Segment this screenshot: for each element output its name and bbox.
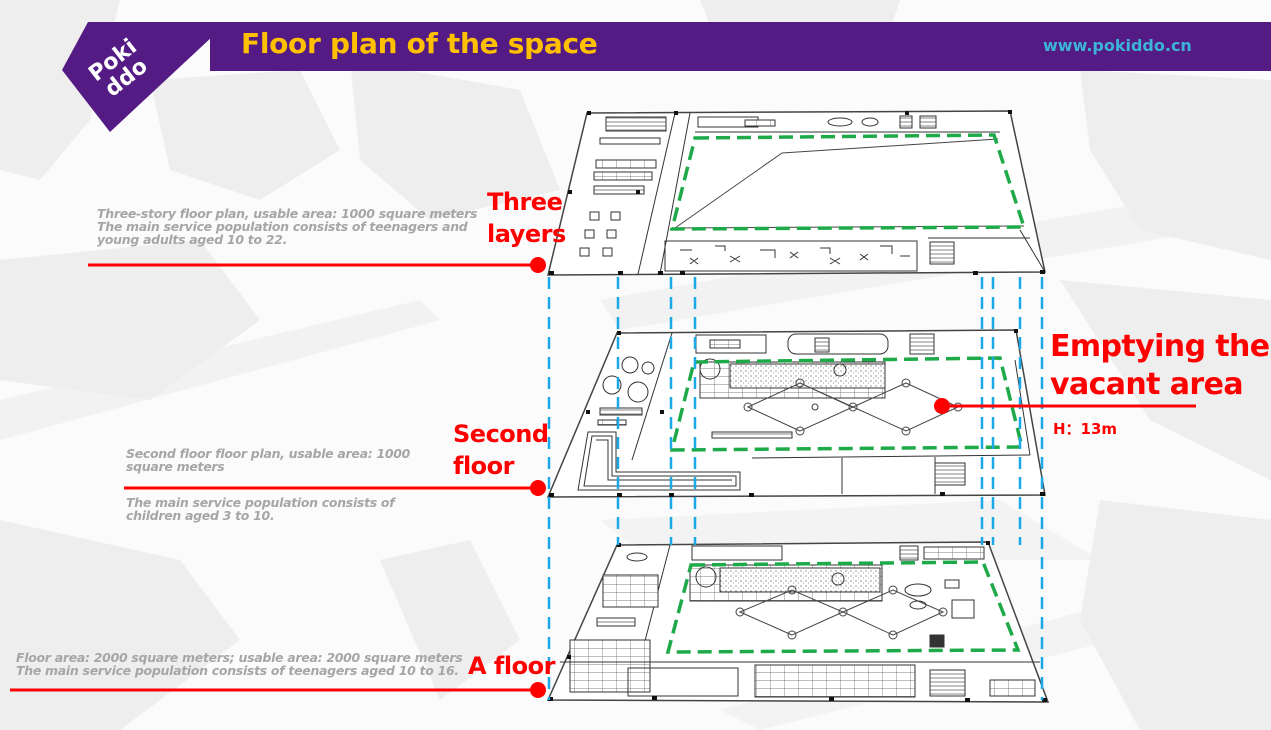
vacant-label-line1: Emptying the xyxy=(1050,329,1270,364)
third-floor-label: Three layers xyxy=(487,186,566,250)
third-label-line2: layers xyxy=(487,220,566,248)
second-desc-line1: Second floor floor plan, usable area: 10… xyxy=(126,446,411,461)
first-floor-plan xyxy=(546,541,1050,703)
first-desc-line2: The main service population consists of … xyxy=(16,663,459,678)
third-label-line1: Three xyxy=(487,188,563,216)
vacant-label-line2: vacant area xyxy=(1050,367,1244,402)
first-floor-description: Floor area: 2000 square meters; usable a… xyxy=(16,650,463,678)
third-floor-plan xyxy=(547,110,1046,276)
second-desc-line4: children aged 3 to 10. xyxy=(126,508,275,523)
second-floor-description-population: The main service population consists of … xyxy=(126,495,395,523)
second-floor-label: Second floor xyxy=(453,418,549,482)
first-desc-line1: Floor area: 2000 square meters; usable a… xyxy=(16,650,463,665)
second-label-line1: Second xyxy=(453,420,549,448)
vacant-area-label: Emptying the vacant area xyxy=(1050,328,1270,404)
third-floor-description: Three-story floor plan, usable area: 100… xyxy=(97,207,477,246)
first-floor-label: A floor xyxy=(468,650,555,682)
logo-badge xyxy=(62,22,228,132)
third-desc-line1: Three-story floor plan, usable area: 100… xyxy=(97,206,478,221)
third-desc-line3: young adults aged 10 to 22. xyxy=(97,232,288,247)
second-floor-plan xyxy=(546,329,1046,498)
second-label-line2: floor xyxy=(453,452,514,480)
first-label-line1: A floor xyxy=(468,652,555,680)
site-url[interactable]: www.pokiddo.cn xyxy=(1043,36,1192,55)
vacant-height-label: H：13m xyxy=(1053,420,1118,438)
callout-lines xyxy=(10,263,1196,692)
page-title: Floor plan of the space xyxy=(241,27,598,60)
alignment-guide-lines xyxy=(547,277,1044,700)
second-desc-line3: The main service population consists of xyxy=(126,495,395,510)
callout-dots xyxy=(530,257,950,698)
second-desc-line2: square meters xyxy=(126,459,225,474)
second-floor-description-area: Second floor floor plan, usable area: 10… xyxy=(126,447,410,473)
header-band xyxy=(210,22,1271,71)
third-desc-line2: The main service population consists of … xyxy=(97,219,468,234)
